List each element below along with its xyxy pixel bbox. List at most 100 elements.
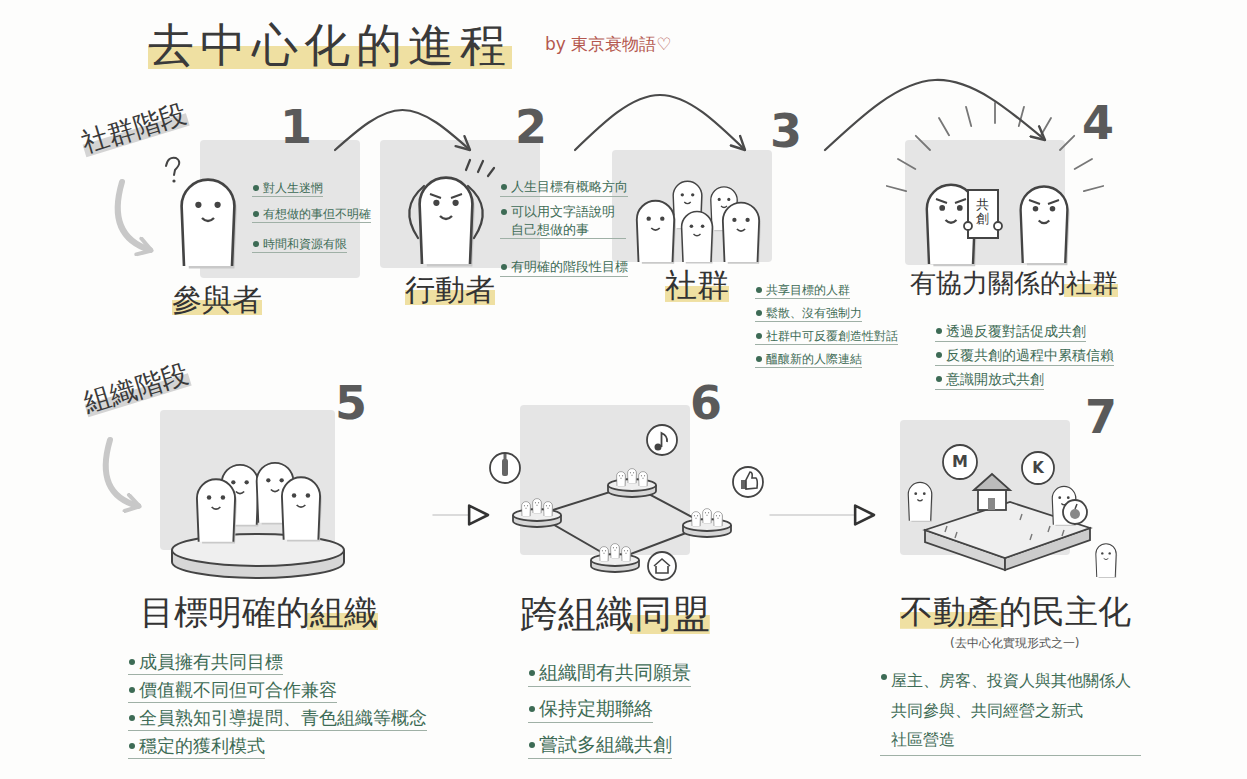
participant-figure — [172, 179, 175, 182]
logo-letter: K — [1028, 458, 1048, 478]
diagram-title: 去中心化的進程 — [148, 18, 512, 73]
community-figures — [637, 201, 676, 264]
alliance-network — [648, 552, 676, 580]
community-figures — [723, 203, 761, 264]
alliance-network — [628, 469, 637, 484]
bullet-text: 人生目標有概略方向 — [500, 178, 628, 197]
step-number: 3 — [770, 104, 802, 159]
cooperation-figures — [964, 222, 972, 230]
alliance-network — [490, 453, 520, 483]
alliance-network — [622, 547, 631, 562]
alliance-network — [692, 512, 701, 527]
stage-name: 目標明確的組織 — [140, 592, 378, 633]
alliance-network — [647, 425, 677, 455]
real-estate-scene — [908, 445, 1117, 578]
actor-figure — [409, 160, 494, 266]
stage-name: 參與者 — [172, 282, 262, 318]
actor-figure — [420, 178, 475, 267]
alliance-network — [502, 459, 508, 476]
bullet-text: 時間和資源有限 — [252, 236, 347, 253]
logo-letter: M — [950, 452, 970, 472]
alliance-network — [746, 472, 757, 489]
community-figures — [637, 181, 761, 264]
real-estate-scene — [1070, 509, 1080, 519]
sign-text: 共創 — [976, 198, 989, 227]
bullet-text: 嘗試多組織共創 — [528, 732, 672, 759]
bullet-text: 全員熟知引導提問、青色組織等概念 — [128, 706, 427, 731]
bullet-text: 可以用文字語說明 自己想做的事 — [500, 203, 626, 239]
alliance-network — [639, 472, 648, 487]
alliance-network — [533, 499, 542, 514]
alliance-network — [617, 472, 626, 487]
alliance-network — [703, 509, 712, 524]
step-number: 5 — [335, 376, 367, 431]
alliance-network — [504, 454, 507, 460]
real-estate-scene — [974, 474, 1010, 490]
cooperation-figures — [1021, 187, 1070, 266]
alliance-network — [611, 544, 620, 559]
alliance-network — [544, 502, 553, 517]
organization-figures — [282, 477, 322, 541]
alliance-network — [655, 444, 662, 451]
backdrop — [160, 140, 1070, 555]
alliance-network — [662, 433, 668, 447]
stage-name: 不動產的民主化 — [900, 592, 1131, 632]
real-estate-scene — [978, 488, 1006, 510]
bullet-text: 對人生迷惘 — [252, 180, 323, 197]
bullet-text: 組織間有共同願景 — [528, 660, 691, 687]
phase-arrow — [106, 440, 138, 506]
step-number: 6 — [690, 376, 722, 431]
bullet-text: 透過反覆對話促成共創 — [935, 322, 1086, 342]
bullet-text: 醞釀新的人際連結 — [755, 351, 862, 368]
bullet-text: 有想做的事但不明確 — [252, 206, 371, 223]
organization-figures — [197, 479, 237, 543]
note-text: (去中心化實現形式之一) — [950, 636, 1079, 650]
phase-arrow — [118, 182, 150, 250]
bullet-text: 屋主、房客、投資人與其他關係人 共同參與、共同經營之新式 社區營造 — [880, 666, 1141, 756]
stage-name: 行動者 — [405, 272, 495, 308]
phase-arrow — [106, 182, 150, 506]
organization-figures — [172, 463, 344, 578]
step-number: 4 — [1082, 96, 1114, 151]
backdrop — [520, 405, 690, 555]
stage-name: 跨組織同盟 — [520, 592, 710, 638]
backdrop — [160, 410, 335, 550]
stage-name: 社群 — [665, 266, 729, 304]
alliance-network — [654, 559, 670, 573]
actor-figure — [466, 160, 494, 176]
real-estate-scene — [988, 498, 995, 510]
stage-box: 行動者 人生目標有概略方向可以用文字語說明 自己想做的事有明確的階段性目標 — [388, 150, 638, 325]
stage-box: 不動產的民主化 (去中心化實現形式之一) 屋主、房客、投資人與其他關係人 共同參與、… — [874, 410, 1147, 762]
step-number: 1 — [280, 100, 312, 155]
bullet-text: 社群中可反覆創造性對話 — [755, 328, 898, 345]
bullet-text: 有明確的階段性目標 — [500, 258, 628, 277]
cooperation-figures — [994, 222, 1002, 230]
cooperation-figures — [887, 103, 1103, 266]
stage-box: 跨組織同盟組織間有共同願景保持定期聯絡嘗試多組織共創 — [488, 400, 770, 765]
stage-box: 社群共享目標的人群鬆散、沒有強制力社群中可反覆創造性對話醞釀新的人際連結 — [612, 150, 904, 374]
real-estate-scene — [1096, 544, 1117, 578]
flow-arrow — [825, 80, 1045, 150]
step-number: 7 — [1085, 390, 1117, 445]
actor-figure — [468, 186, 483, 238]
participant-figure — [166, 158, 179, 175]
real-estate-scene — [943, 445, 977, 479]
alliance-network — [522, 502, 531, 517]
alliance-network — [714, 512, 723, 527]
participant-figure — [182, 180, 237, 269]
phase-label: 社群階段 — [78, 97, 191, 160]
stage-box: 有協力關係的社群透過反覆對話促成共創反覆共創的過程中累積信賴意識開放式共創 — [905, 140, 1124, 396]
real-estate-scene — [1022, 452, 1054, 484]
real-estate-scene — [1075, 504, 1077, 509]
bullet-text: 成員擁有共同目標 — [128, 650, 283, 675]
cooperation-figures — [968, 190, 998, 238]
real-estate-scene — [908, 482, 933, 521]
real-estate-scene — [945, 514, 1064, 540]
bullet-text: 價值觀不同但可合作兼容 — [128, 678, 337, 703]
community-figures — [682, 212, 714, 264]
signature: by 東京衰物語♡ — [545, 34, 672, 54]
alliance-network — [733, 467, 763, 497]
actor-figure — [409, 186, 424, 238]
cooperation-figures — [887, 103, 1103, 191]
stage-name: 有協力關係的社群 — [910, 268, 1118, 299]
